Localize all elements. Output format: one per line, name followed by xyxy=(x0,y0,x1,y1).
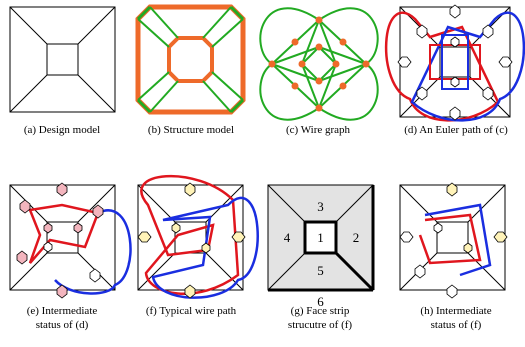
face-label-2: 2 xyxy=(353,230,360,245)
caption-c: (c) Wire graph xyxy=(286,124,351,136)
caption-h-line2: status of (f) xyxy=(431,319,482,331)
caption-e-line2: status of (d) xyxy=(36,319,89,331)
caption-g-line2: strucutre of (f) xyxy=(288,319,352,331)
face-label-1: 1 xyxy=(317,230,324,245)
face-label-5: 5 xyxy=(317,263,324,278)
caption-a: (a) Design model xyxy=(24,124,100,136)
panel-e-intermediate-d xyxy=(9,182,132,299)
caption-e-line1: (e) Intermediate xyxy=(27,305,98,317)
panel-a-design-model xyxy=(9,6,116,113)
face-label-4: 4 xyxy=(284,230,291,245)
panel-f-typical-wire-path xyxy=(137,175,259,299)
caption-b: (b) Structure model xyxy=(148,124,234,136)
panel-d-euler-path xyxy=(385,4,525,122)
caption-g-line1: (g) Face strip xyxy=(291,305,350,317)
panel-h-intermediate-f xyxy=(399,182,508,299)
face-label-3: 3 xyxy=(317,199,324,214)
caption-d: (d) An Euler path of (c) xyxy=(404,124,508,136)
face-label-6: 6 xyxy=(317,294,324,309)
caption-f: (f) Typical wire path xyxy=(146,305,237,317)
panel-g-face-strip: 1 2 3 4 5 6 xyxy=(267,184,375,309)
panel-b-structure-model xyxy=(135,4,246,115)
panel-c-wire-graph xyxy=(259,7,379,121)
caption-h-line1: (h) Intermediate xyxy=(420,305,491,317)
